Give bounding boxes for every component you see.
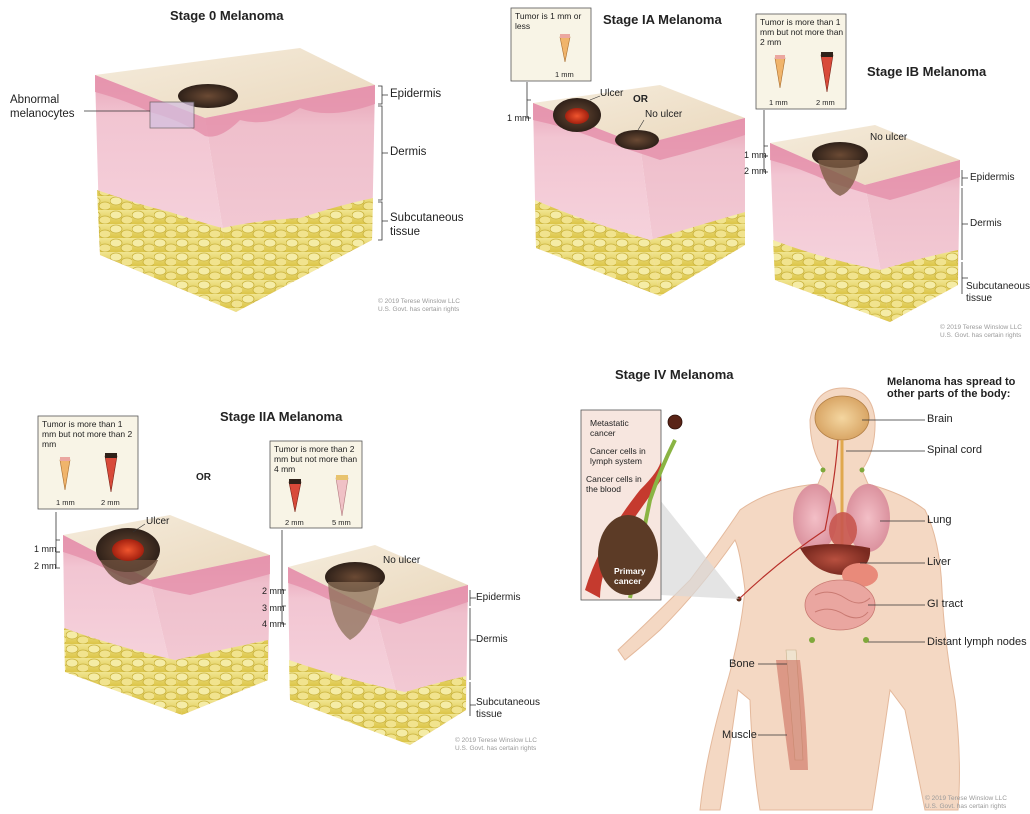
stage1a-title: Stage IA Melanoma — [603, 12, 722, 27]
stage2a-box2-mm-1: 2 mm — [285, 518, 304, 527]
stage2a-box2-mm-2: 5 mm — [332, 518, 351, 527]
stage1a-box-mm: 1 mm — [555, 70, 574, 79]
stage4-brain-label: Brain — [927, 413, 953, 425]
stage4-muscle-label: Muscle — [722, 729, 757, 741]
stage2a-left-depth-bracket-1 — [56, 540, 60, 552]
stage2a-epidermis-label: Epidermis — [476, 592, 520, 603]
stage1a-ulcer — [565, 108, 589, 124]
lymph-node-4 — [860, 468, 865, 473]
inset-metastatic-cell — [668, 415, 682, 429]
stage4-bone-label: Bone — [729, 658, 755, 670]
lymph-node-1 — [809, 637, 815, 643]
stage4-heading: Melanoma has spread to other parts of th… — [887, 376, 1017, 400]
brain-organ — [815, 396, 869, 440]
stage4-lung-label: Lung — [927, 514, 951, 526]
stage0-skin-block — [84, 48, 388, 312]
stage1b-subcutaneous-label: Subcutaneous tissue — [966, 281, 1030, 305]
stage0-bracket-epidermis — [378, 86, 388, 104]
stage4-title: Stage IV Melanoma — [615, 367, 733, 382]
stage4-lymph-label: Cancer cells in lymph system — [590, 446, 656, 466]
stage1a-no-ulcer-tumor — [615, 130, 659, 150]
stage1b-credit-line-2: U.S. Govt. has certain rights — [940, 332, 1021, 340]
stage4-primary-label: Primary cancer — [614, 566, 658, 586]
stage1b-bracket-dermis — [962, 188, 968, 260]
stage2a-left-depth-bracket-2 — [56, 552, 60, 568]
stage1a-depth-1mm: 1 mm — [507, 113, 530, 123]
stage4-blood-label: Cancer cells in the blood — [586, 474, 652, 494]
stage2a-box1-mm-2: 2 mm — [101, 498, 120, 507]
stage0-credit-line-2: U.S. Govt. has certain rights — [378, 306, 459, 314]
stage1a-box-cone-cap — [560, 34, 570, 38]
stage0-title: Stage 0 Melanoma — [170, 8, 283, 23]
stage1b-credit-line-1: © 2019 Terese Winslow LLC — [940, 324, 1022, 332]
stage2a-box1-text: Tumor is more than 1 mm but not more tha… — [42, 419, 136, 449]
stage1b-box-cone-1-cap — [775, 55, 785, 59]
stage2a-ulcer — [112, 539, 144, 561]
stage0-credit-line-1: © 2019 Terese Winslow LLC — [378, 298, 460, 306]
stage2a-dermis-label: Dermis — [476, 634, 508, 645]
heart-organ — [829, 512, 857, 548]
stage1b-no-ulcer-label: No ulcer — [870, 132, 907, 143]
lymph-node-3 — [821, 468, 826, 473]
stage1b-depth-1mm: 1 mm — [744, 150, 767, 160]
stage2a-depth-left-1mm: 1 mm — [34, 544, 57, 554]
stage2a-box2-text: Tumor is more than 2 mm but not more tha… — [274, 444, 362, 474]
stage1b-box-cone-2-cap — [821, 52, 833, 57]
stage4-lymph-nodes-label: Distant lymph nodes — [927, 636, 1027, 648]
stage0-subcutaneous-label: Subcutaneous tissue — [390, 211, 470, 239]
stage1b-box-mm-1: 1 mm — [769, 98, 788, 107]
stage4-spinal-cord-label: Spinal cord — [927, 444, 982, 456]
stage2a-depth-left-2mm: 2 mm — [34, 561, 57, 571]
stage0-bracket-dermis — [378, 106, 388, 200]
stage1b-box-text: Tumor is more than 1 mm but not more tha… — [760, 17, 844, 47]
stage1b-box-mm-2: 2 mm — [816, 98, 835, 107]
stage2a-or-label: OR — [196, 472, 211, 483]
gi-tract-organ — [805, 580, 875, 630]
stage1b-depth-2mm: 2 mm — [744, 166, 767, 176]
stage2a-ulcer-block — [56, 512, 270, 715]
stage2a-box1-mm-1: 1 mm — [56, 498, 75, 507]
stage0-bracket-subcutaneous — [378, 202, 388, 240]
stage2a-box1-cone-1-cap — [60, 457, 70, 461]
stage2a-title: Stage IIA Melanoma — [220, 409, 342, 424]
stage0-epidermis-label: Epidermis — [390, 88, 441, 100]
stage1a-box-text: Tumor is 1 mm or less — [515, 11, 589, 31]
stage2a-no-ulcer-block — [282, 530, 476, 745]
stage1a-ulcer-label: Ulcer — [600, 88, 623, 99]
stage1b-bracket-epidermis — [962, 170, 968, 186]
stage1a-skin-block — [527, 82, 745, 296]
stage2a-ulcer-label: Ulcer — [146, 516, 169, 527]
stage4-credit-line-1: © 2019 Terese Winslow LLC — [925, 795, 1007, 803]
stage4-metastatic-label: Metastatic cancer — [590, 418, 652, 438]
stage2a-depth-right-4mm: 4 mm — [262, 619, 285, 629]
stage0-abnormal-label: Abnormal melanocytes — [10, 93, 90, 121]
stage1b-dermis-label: Dermis — [970, 218, 1002, 229]
stage1a-or-label: OR — [633, 94, 648, 105]
stage1b-epidermis-label: Epidermis — [970, 172, 1014, 183]
stage2a-depth-right-3mm: 3 mm — [262, 603, 285, 613]
stage2a-box2-cone-1-cap — [289, 479, 301, 484]
stage2a-credit-line-2: U.S. Govt. has certain rights — [455, 745, 536, 753]
stage1a-no-ulcer-label: No ulcer — [645, 109, 682, 120]
stage2a-box2-cone-2-cap — [336, 475, 348, 480]
stage4-credit-line-2: U.S. Govt. has certain rights — [925, 803, 1006, 811]
stage1b-skin-block — [764, 110, 968, 322]
stage4-inset — [581, 410, 739, 600]
stage1b-title: Stage IB Melanoma — [867, 64, 986, 79]
left-lung-organ — [793, 484, 837, 552]
stage0-abnormal-cells — [150, 102, 194, 128]
stage2a-depth-right-2mm: 2 mm — [262, 586, 285, 596]
stage2a-box1-cone-2-cap — [105, 453, 117, 458]
stage2a-credit-line-1: © 2019 Terese Winslow LLC — [455, 737, 537, 745]
stage4-liver-label: Liver — [927, 556, 951, 568]
stage2a-subcutaneous-label: Subcutaneous tissue — [476, 697, 550, 721]
stage0-dermis-label: Dermis — [390, 146, 426, 158]
stage2a-no-ulcer-label: No ulcer — [383, 555, 420, 566]
stage4-gi-tract-label: GI tract — [927, 598, 963, 610]
